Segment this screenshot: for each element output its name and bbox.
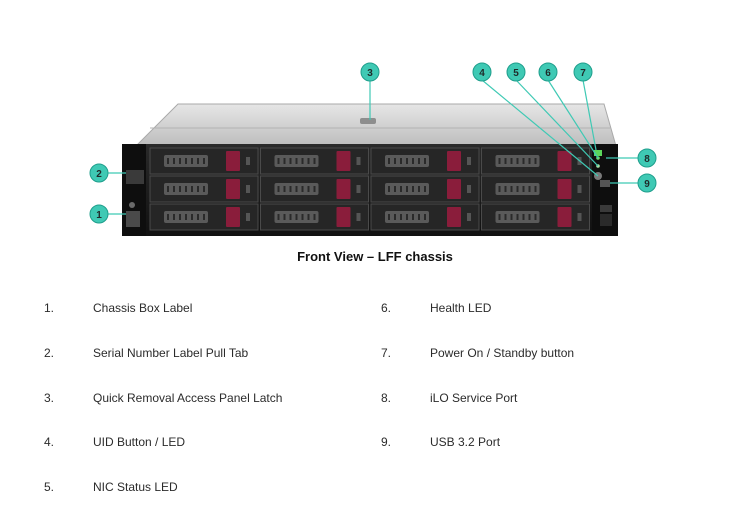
legend-label: Chassis Box Label [93, 301, 193, 315]
legend-label: Health LED [430, 301, 492, 315]
access-panel-latch [360, 118, 376, 124]
legend-label: USB 3.2 Port [430, 435, 501, 449]
drive-bay [481, 175, 590, 203]
drive-bay [260, 175, 369, 203]
serial-pull-tab [126, 170, 144, 184]
legend-number: 1. [44, 301, 55, 315]
chassis-box-label [126, 211, 140, 227]
svg-text:2: 2 [96, 169, 102, 180]
callout-leaders [104, 79, 639, 215]
drive-bay [149, 175, 259, 203]
callout-3: 3 [360, 62, 380, 82]
drive-bay [370, 175, 480, 203]
drive-bays [149, 147, 590, 231]
callout-8: 8 [637, 148, 657, 168]
legend-label: Quick Removal Access Panel Latch [93, 391, 283, 405]
legend-label: Power On / Standby button [430, 346, 575, 360]
drive-latch [447, 179, 461, 199]
legend-label: NIC Status LED [93, 480, 178, 494]
legend-number: 7. [381, 346, 392, 360]
legend-label: UID Button / LED [93, 435, 186, 449]
callout-1: 1 [89, 204, 109, 224]
svg-text:9: 9 [644, 179, 650, 190]
svg-text:5: 5 [513, 68, 519, 79]
chassis-top-cover [134, 103, 617, 147]
legend-number: 8. [381, 391, 392, 405]
drive-bay [260, 147, 369, 175]
server-front-view-illustration: 1 2 3 4 5 6 7 8 9 [89, 62, 657, 236]
legend-number: 3. [44, 391, 55, 405]
drive-latch [557, 151, 572, 171]
ilo-service-port [600, 180, 610, 187]
drive-latch [557, 207, 572, 227]
drive-latch [336, 179, 351, 199]
drive-bay [149, 203, 259, 231]
callout-9: 9 [637, 173, 657, 193]
svg-text:1: 1 [96, 210, 102, 221]
callout-4: 4 [472, 62, 492, 82]
svg-text:4: 4 [479, 68, 485, 79]
legend-label: iLO Service Port [430, 391, 518, 405]
callout-2: 2 [89, 163, 109, 183]
svg-text:8: 8 [644, 154, 650, 165]
drive-latch [226, 151, 240, 171]
callout-6: 6 [538, 62, 558, 82]
drive-bay [481, 147, 590, 175]
legend-number: 6. [381, 301, 392, 315]
legend-number: 2. [44, 346, 55, 360]
drive-latch [557, 179, 572, 199]
drive-bay [370, 203, 480, 231]
drive-latch [226, 207, 240, 227]
callout-5: 5 [506, 62, 526, 82]
figure-caption: Front View – LFF chassis [297, 249, 453, 264]
legend-label: Serial Number Label Pull Tab [93, 346, 249, 360]
svg-text:6: 6 [545, 68, 551, 79]
drive-bay [370, 147, 480, 175]
callout-7: 7 [573, 62, 593, 82]
legend-number: 4. [44, 435, 55, 449]
drive-latch [336, 151, 351, 171]
svg-text:3: 3 [367, 68, 373, 79]
drive-latch [226, 179, 240, 199]
svg-text:7: 7 [580, 68, 586, 79]
legend-number: 9. [381, 435, 392, 449]
drive-latch [447, 151, 461, 171]
drive-latch [447, 207, 461, 227]
drive-bay [260, 203, 369, 231]
legend-number: 5. [44, 480, 55, 494]
drive-bay [481, 203, 590, 231]
drive-bay [149, 147, 259, 175]
drive-latch [336, 207, 351, 227]
power-button [594, 150, 602, 156]
usb-port [600, 205, 612, 212]
